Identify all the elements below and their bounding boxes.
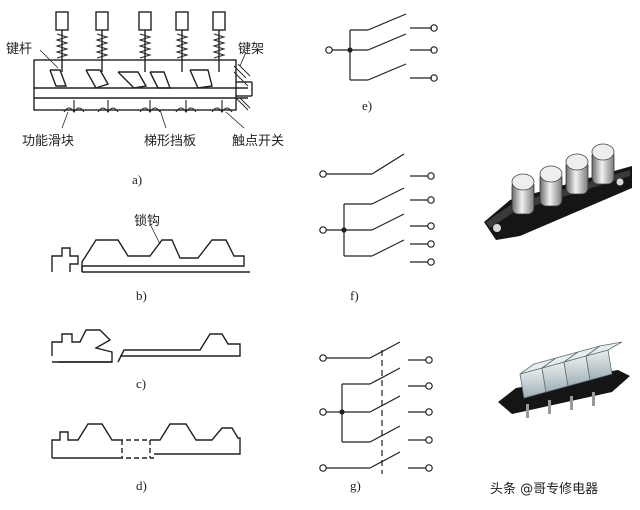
photo-knob-switch	[484, 143, 632, 240]
key-stem	[138, 11, 152, 31]
terminal	[319, 226, 327, 234]
caption-e: e)	[362, 98, 373, 113]
terminal	[427, 258, 435, 266]
terminal	[425, 382, 433, 390]
terminal	[425, 408, 433, 416]
label-latch-hook: 锁钩	[134, 214, 161, 229]
panel-e-switch	[325, 13, 438, 82]
key-stems	[55, 11, 226, 72]
panel-a-mechanism	[33, 11, 253, 129]
terminal	[430, 24, 438, 32]
panel-f-switch	[319, 153, 435, 266]
terminal	[427, 240, 435, 248]
terminal	[325, 46, 333, 54]
label-key-frame: 键架	[238, 42, 265, 57]
caption-a: a)	[132, 172, 143, 187]
key-frame	[33, 59, 237, 111]
square-caps	[519, 341, 623, 399]
caption-b: b)	[136, 288, 147, 303]
key-stem	[95, 11, 109, 31]
terminal	[430, 46, 438, 54]
terminal	[430, 74, 438, 82]
contact-switches	[63, 100, 233, 114]
terminal	[319, 464, 327, 472]
label-trapezoid-block: 梯形挡板	[144, 134, 197, 149]
key-stem	[212, 11, 226, 31]
caption-c: c)	[136, 376, 147, 391]
panel-d-latch	[51, 423, 241, 459]
label-function-slider: 功能滑块	[22, 134, 75, 149]
label-contact-switch: 触点开关	[232, 134, 285, 149]
key-stem	[175, 11, 189, 31]
key-stem	[55, 11, 69, 31]
key-springs	[55, 33, 226, 59]
panel-b-latch	[51, 223, 250, 273]
terminal	[427, 222, 435, 230]
terminal	[319, 354, 327, 362]
knob-caps	[511, 143, 615, 215]
photo-square-key-switch	[498, 341, 630, 418]
caption-g: g)	[350, 478, 361, 493]
terminal	[427, 172, 435, 180]
caption-f: f)	[350, 288, 359, 303]
caption-d: d)	[136, 478, 147, 493]
terminal	[319, 408, 327, 416]
panel-c-latch	[51, 329, 241, 363]
label-key-stem: 键杆	[6, 42, 33, 57]
terminal	[427, 196, 435, 204]
terminal	[425, 356, 433, 364]
terminal	[425, 464, 433, 472]
panel-g-switch	[319, 341, 433, 474]
terminal	[425, 436, 433, 444]
watermark: 头条 @哥专修电器	[490, 482, 599, 497]
terminal	[319, 170, 327, 178]
